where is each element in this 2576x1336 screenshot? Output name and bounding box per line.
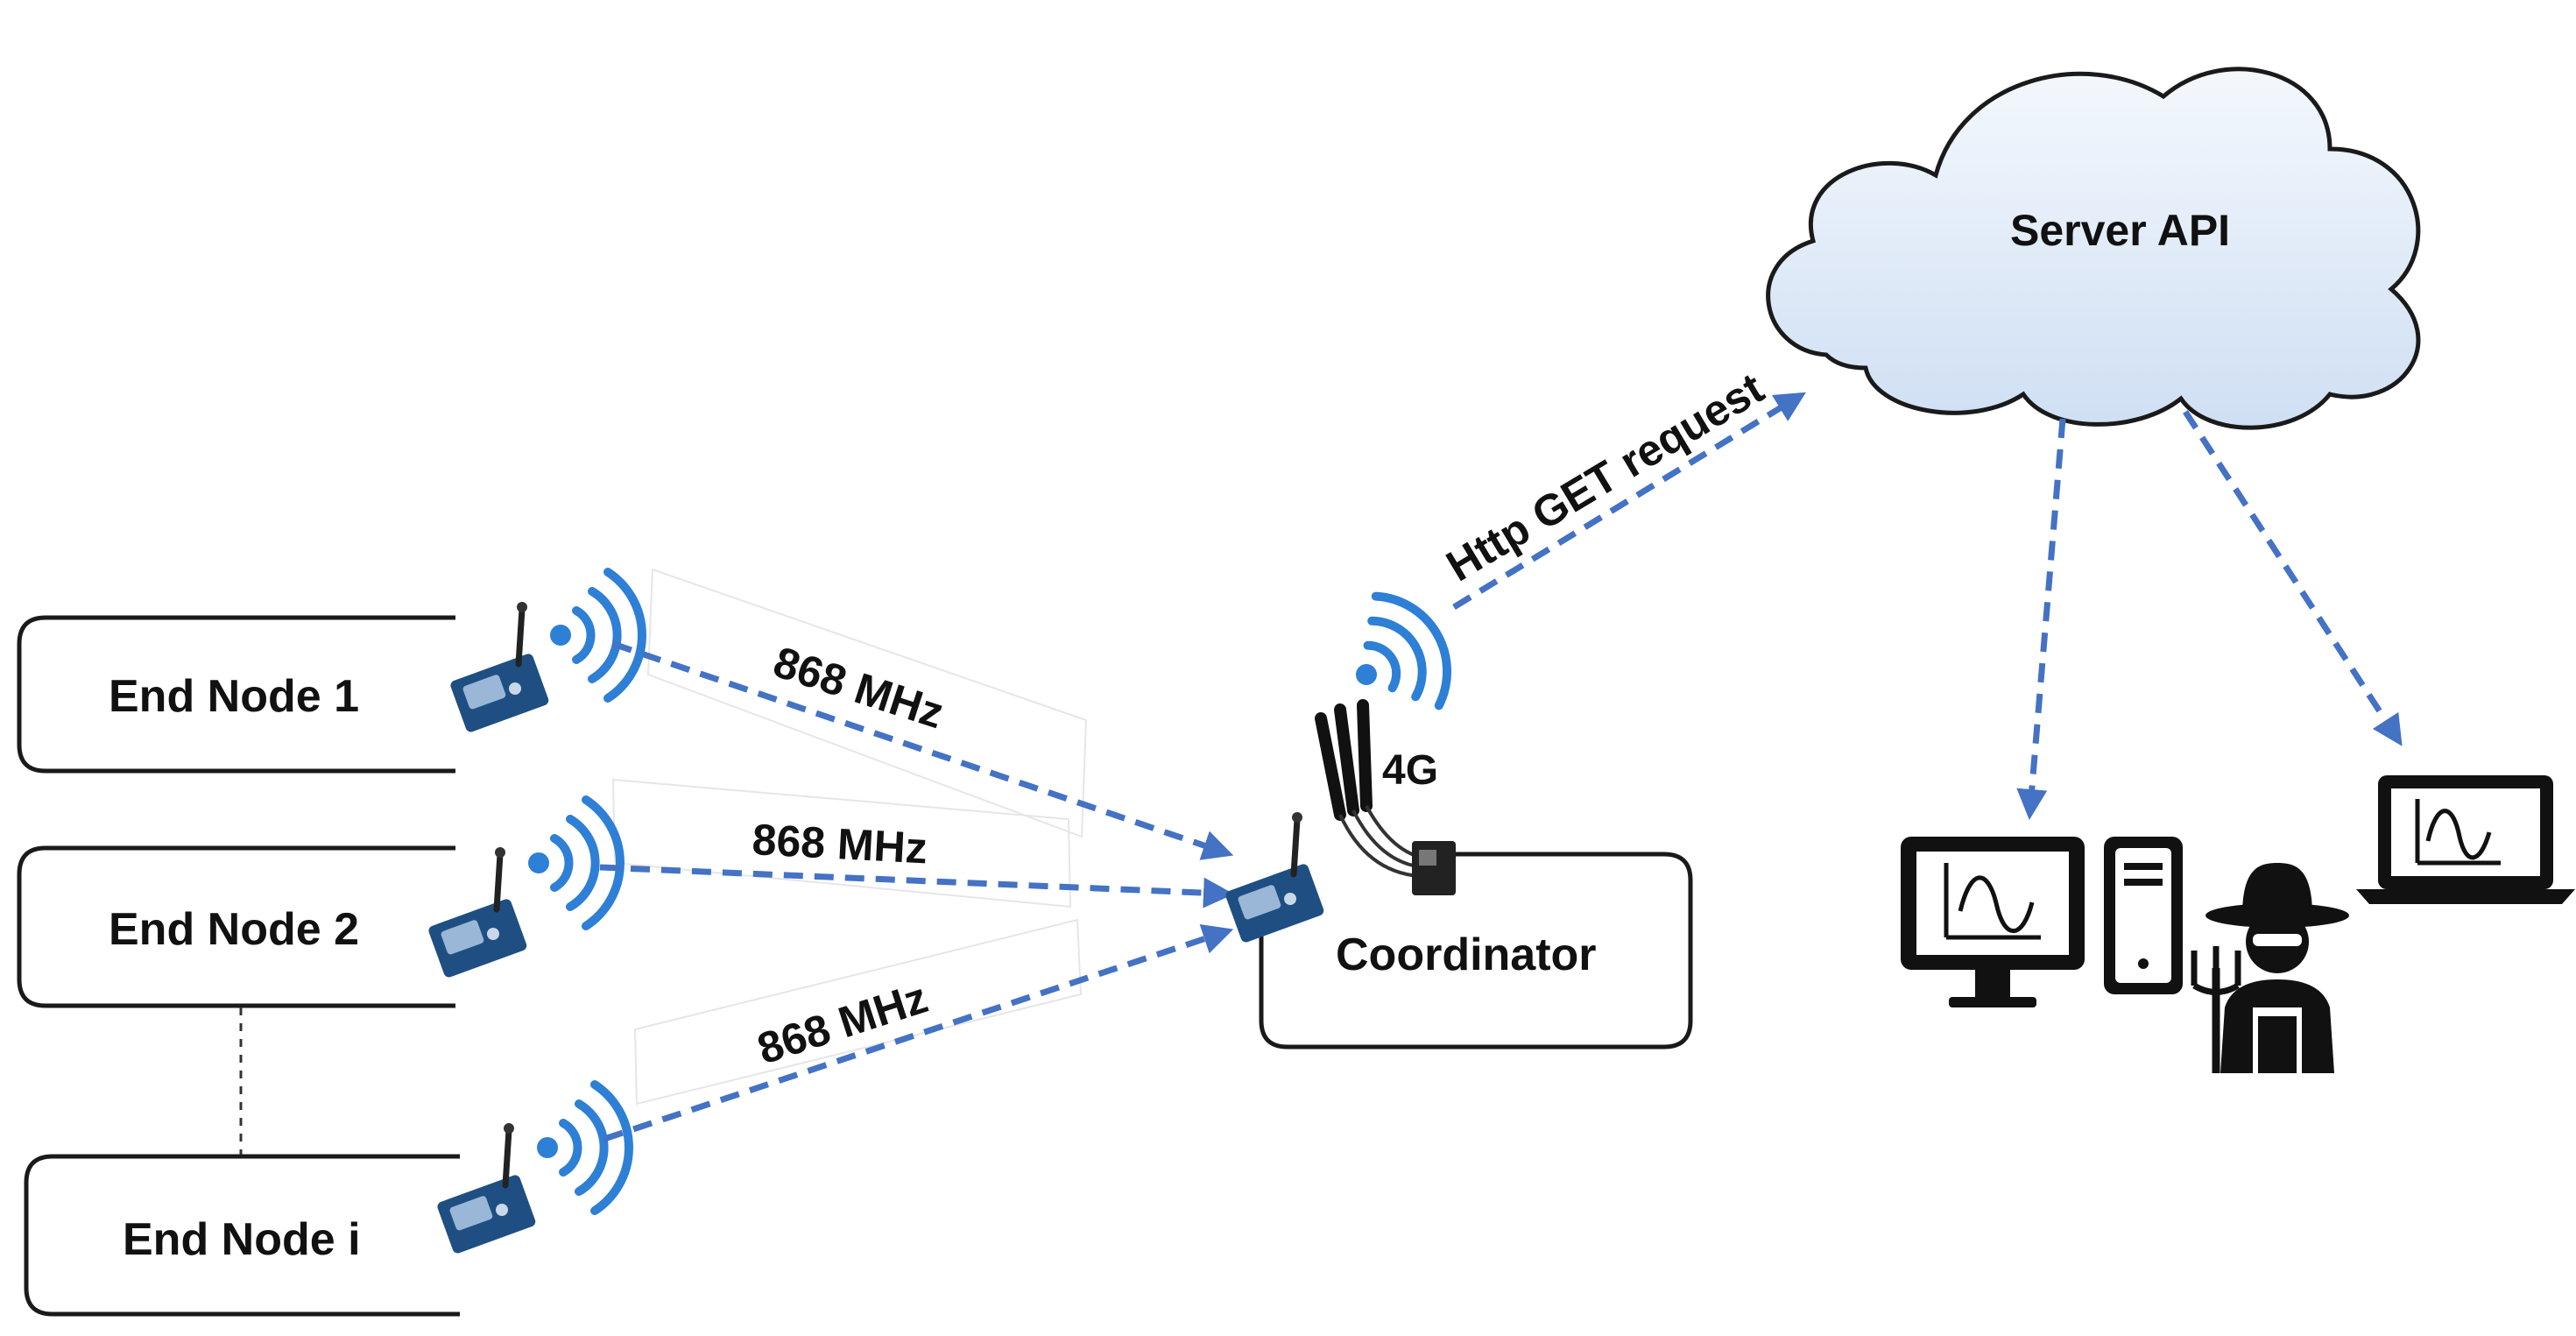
coordinator-node: Coordinator bbox=[1259, 852, 1693, 1050]
farmer-icon bbox=[2205, 863, 2349, 1073]
end-node-2: End Node 2 bbox=[17, 845, 455, 1008]
laptop-icon bbox=[2356, 775, 2575, 904]
desktop-tower-icon bbox=[2104, 837, 2183, 994]
cloud-icon: Server API bbox=[1766, 67, 2421, 430]
wifi-signal-icon bbox=[537, 1085, 629, 1211]
monitor-icon bbox=[1901, 837, 2085, 1007]
end-node-2-label: End Node 2 bbox=[109, 904, 359, 955]
end-node-1-label: End Node 1 bbox=[109, 671, 359, 722]
link-2-frequency-label: 868 MHz bbox=[751, 815, 928, 873]
server-api-label: Server API bbox=[2010, 206, 2230, 255]
wifi-signal-icon bbox=[528, 800, 620, 926]
end-node-1: End Node 1 bbox=[17, 615, 455, 774]
coordinator-label: Coordinator bbox=[1336, 930, 1597, 980]
http-request-label: Http GET request bbox=[1438, 363, 1773, 590]
link-end2-coordinator bbox=[599, 864, 1234, 908]
pitchfork-icon bbox=[2191, 946, 2241, 1073]
link-beam bbox=[646, 568, 1088, 838]
wifi-signal-icon bbox=[1326, 579, 1469, 734]
link-server-desktop bbox=[2016, 418, 2066, 820]
end-node-i: End Node i bbox=[24, 1154, 460, 1317]
xbee-module-icon bbox=[449, 602, 550, 733]
link-server-laptop bbox=[2183, 410, 2403, 746]
cellular-4g-label: 4G bbox=[1382, 747, 1438, 794]
link-end1-coordinator bbox=[611, 640, 1234, 860]
wifi-signal-icon bbox=[550, 572, 642, 698]
end-node-i-label: End Node i bbox=[123, 1214, 361, 1265]
antenna-icon bbox=[1315, 699, 1456, 895]
link-coordinator-server bbox=[1452, 392, 1806, 610]
link-endi-coordinator bbox=[603, 924, 1234, 1142]
link-beam bbox=[633, 918, 1083, 1106]
link-1-frequency-label: 868 MHz bbox=[768, 637, 950, 738]
